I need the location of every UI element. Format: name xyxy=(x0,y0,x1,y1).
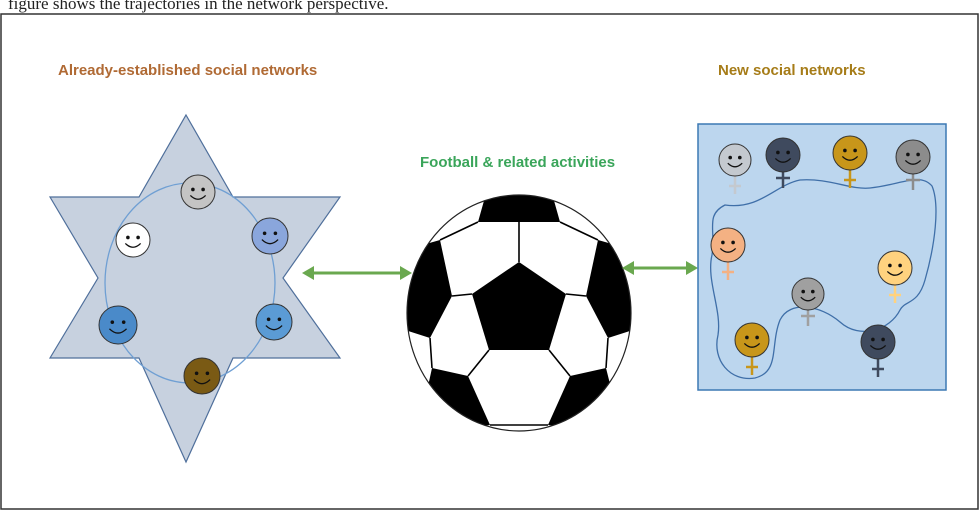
frame-border xyxy=(0,13,979,510)
male-smiley-icon xyxy=(791,277,825,326)
figure-caption: figure shows the trajectories in the net… xyxy=(8,0,389,13)
ball-center-pentagon xyxy=(472,262,566,350)
star-shape xyxy=(48,113,342,464)
smiley-face-icon xyxy=(98,305,138,345)
female-smiley-icon xyxy=(860,324,896,377)
established-networks-label: Already-established social networks xyxy=(58,62,318,79)
smiley-face-icon xyxy=(251,217,289,255)
arrow-right-connector xyxy=(622,261,698,275)
right-faces xyxy=(710,135,931,377)
football-activities-label: Football & related activities xyxy=(420,154,616,171)
smiley-face-icon xyxy=(115,222,151,258)
male-smiley-icon xyxy=(765,137,801,188)
smiley-face-icon xyxy=(180,174,216,210)
arrow-left-connector xyxy=(302,266,412,280)
female-smiley-icon xyxy=(877,250,913,303)
new-network-panel xyxy=(697,123,947,391)
female-smiley-icon xyxy=(710,227,746,280)
smiley-face-icon xyxy=(183,357,221,395)
ball-outline xyxy=(406,194,632,432)
new-networks-label: New social networks xyxy=(718,62,866,79)
ball-seams xyxy=(429,221,609,426)
female-smiley-icon xyxy=(718,143,752,194)
ball-top-patch xyxy=(478,195,560,222)
smiley-face-icon xyxy=(255,303,293,341)
female-smiley-icon xyxy=(734,322,770,375)
female-smiley-icon xyxy=(832,135,868,188)
male-smiley-icon xyxy=(895,139,931,190)
left-faces xyxy=(98,174,293,395)
established-network-star xyxy=(48,113,342,464)
soccer-ball xyxy=(406,194,632,432)
